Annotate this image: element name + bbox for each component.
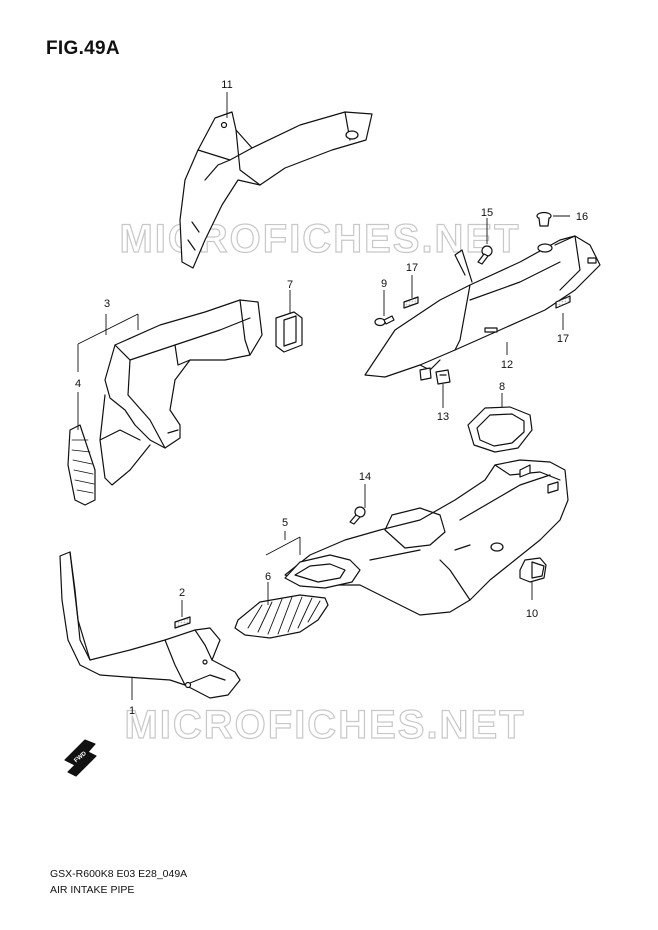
figure-title: FIG.49A bbox=[46, 38, 120, 59]
grille-mesh bbox=[234, 594, 329, 639]
part-5-lower-duct bbox=[284, 459, 569, 616]
part-16-clip bbox=[536, 211, 552, 227]
part-17-sticker-b bbox=[555, 295, 571, 309]
part-1-lower-cover bbox=[59, 551, 241, 699]
callout-8: 8 bbox=[499, 381, 505, 393]
part-13-clip bbox=[435, 369, 451, 385]
watermark-text-bottom: MICROFICHES.NET bbox=[124, 703, 525, 747]
callout-4: 4 bbox=[75, 378, 81, 390]
forward-arrow-icon bbox=[64, 739, 97, 777]
model-code: GSX-R600K8 E03 E28_049A bbox=[50, 868, 188, 880]
callout-labels: 11 3 4 7 15 16 17 9 17 12 8 13 14 5 6 2 … bbox=[75, 79, 588, 717]
callout-6: 6 bbox=[265, 571, 271, 583]
callout-17-b: 17 bbox=[557, 333, 569, 345]
callout-16: 16 bbox=[576, 211, 588, 223]
part-13b-clip bbox=[419, 367, 432, 381]
callout-2: 2 bbox=[179, 587, 185, 599]
part-8-grommet bbox=[467, 406, 533, 453]
leader-lines bbox=[77, 92, 570, 700]
part-12-side-cover bbox=[364, 235, 601, 378]
watermark-bottom: MICROFICHES.NET bbox=[124, 702, 525, 747]
part-10-cap bbox=[519, 557, 547, 583]
callout-17-a: 17 bbox=[406, 262, 418, 274]
callout-15: 15 bbox=[481, 207, 493, 219]
callout-11: 11 bbox=[221, 79, 232, 91]
part-9-screw bbox=[374, 315, 395, 327]
part-6-duct-intake bbox=[284, 554, 361, 589]
callout-9: 9 bbox=[381, 278, 387, 290]
callout-5: 5 bbox=[282, 517, 288, 529]
part-4-mesh-net bbox=[67, 424, 96, 506]
callout-1: 1 bbox=[129, 705, 135, 717]
part-2-sticker bbox=[174, 616, 191, 629]
part-15-screw bbox=[477, 245, 493, 265]
callout-10: 10 bbox=[526, 608, 538, 620]
part-7-duct-seal bbox=[275, 311, 303, 353]
callout-7: 7 bbox=[287, 279, 293, 291]
section-name: AIR INTAKE PIPE bbox=[50, 884, 135, 896]
part-3-air-duct bbox=[99, 299, 263, 486]
part-14-screw bbox=[349, 506, 366, 525]
callout-12: 12 bbox=[501, 359, 513, 371]
part-17-sticker-a bbox=[403, 296, 419, 309]
callout-3: 3 bbox=[104, 298, 110, 310]
part-11-intake-cover bbox=[179, 111, 373, 269]
callout-14: 14 bbox=[359, 471, 371, 483]
callout-13: 13 bbox=[437, 411, 449, 423]
